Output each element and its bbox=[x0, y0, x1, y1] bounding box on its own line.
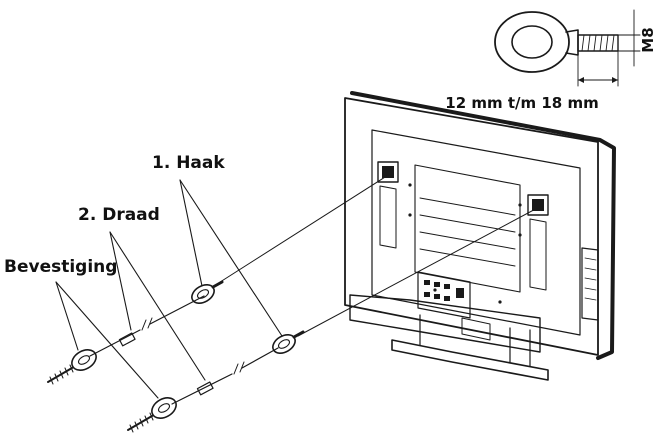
tv-bezel-edge bbox=[350, 91, 616, 360]
leader-lines bbox=[55, 179, 283, 399]
hook-lower-eye-inner bbox=[277, 339, 291, 349]
wall-upper-screw-threads bbox=[49, 364, 74, 385]
tv-center-recess bbox=[414, 164, 521, 293]
leader-draad-upper bbox=[109, 231, 132, 331]
length-range-label: 12 mm t/m 18 mm bbox=[445, 94, 598, 112]
haak-label: 1. Haak bbox=[152, 153, 225, 173]
wire-lower-break bbox=[233, 361, 245, 375]
tv-ribs bbox=[419, 197, 516, 267]
tv-mount-hole-left-fill bbox=[382, 166, 394, 178]
hook-upper-eye-inner bbox=[196, 289, 210, 299]
tv-back-panel bbox=[344, 97, 599, 356]
eye-bolt-ring-outer bbox=[494, 11, 570, 73]
tv-mount-hole-right-fill bbox=[532, 199, 544, 211]
hook-lower-eye bbox=[272, 334, 296, 354]
tv-right-rail bbox=[529, 218, 547, 291]
wall-lower-screw-threads bbox=[129, 412, 154, 433]
wire-lower-middle bbox=[241, 347, 279, 369]
tv-back-plate bbox=[371, 129, 581, 336]
wire-lower-to-tv bbox=[297, 204, 544, 337]
tv-mount-hole-right bbox=[527, 194, 549, 216]
tv-rear-icon bbox=[344, 91, 616, 381]
tv-stand-base bbox=[391, 339, 549, 381]
eye-bolt-shank bbox=[577, 34, 619, 52]
wire-upper-to-tv bbox=[216, 171, 394, 285]
wire-upper-ferrule bbox=[118, 332, 136, 347]
tv-side-terminals bbox=[581, 247, 599, 321]
wall-upper-eye-inner bbox=[77, 355, 91, 365]
tv-left-rail bbox=[379, 185, 397, 249]
eye-bolt-threads bbox=[581, 34, 615, 52]
wall-upper-screw-shaft bbox=[47, 367, 73, 383]
leader-haak-lower bbox=[179, 179, 283, 337]
leader-bevestiging-upper bbox=[55, 281, 79, 351]
leader-bevestiging-lower bbox=[55, 281, 159, 399]
bevestiging-label: Bevestiging bbox=[4, 257, 117, 277]
hook-upper-shank bbox=[211, 280, 224, 289]
tv-side-terminal-lines bbox=[584, 257, 597, 301]
wire-upper-middle bbox=[149, 295, 205, 325]
wall-upper-eye bbox=[71, 349, 97, 371]
wire-lower-ferrule bbox=[196, 381, 214, 396]
hook-upper-eye bbox=[191, 284, 215, 304]
draad-label: 2. Draad bbox=[78, 205, 160, 225]
wire-upper-break bbox=[141, 317, 153, 331]
wall-lower-screw-shaft bbox=[127, 415, 153, 431]
eye-bolt-ring-inner bbox=[511, 25, 553, 59]
leader-draad-lower bbox=[109, 231, 206, 381]
tv-stand-legs bbox=[419, 314, 531, 367]
hook-lower-shank bbox=[292, 330, 305, 339]
tv-terminal-jacks bbox=[424, 280, 464, 301]
wire-upper-to-wall bbox=[89, 329, 141, 357]
tv-screw-dots bbox=[408, 183, 522, 304]
tv-stand-neck bbox=[349, 294, 541, 353]
leader-haak-upper bbox=[179, 179, 203, 287]
wire-lower-to-wall bbox=[171, 373, 233, 405]
tv-bottom-terminals bbox=[417, 271, 471, 319]
screw-icon bbox=[47, 349, 177, 433]
eye-bolt-icon bbox=[494, 9, 641, 87]
tv-mount-hole-left bbox=[377, 161, 399, 183]
wall-lower-eye bbox=[151, 397, 177, 419]
thread-size-label: M8 bbox=[639, 27, 656, 52]
wire-icon bbox=[89, 171, 544, 405]
wall-lower-eye-inner bbox=[157, 403, 171, 413]
tv-stand-bracket bbox=[461, 317, 491, 341]
hook-icon bbox=[191, 280, 305, 354]
